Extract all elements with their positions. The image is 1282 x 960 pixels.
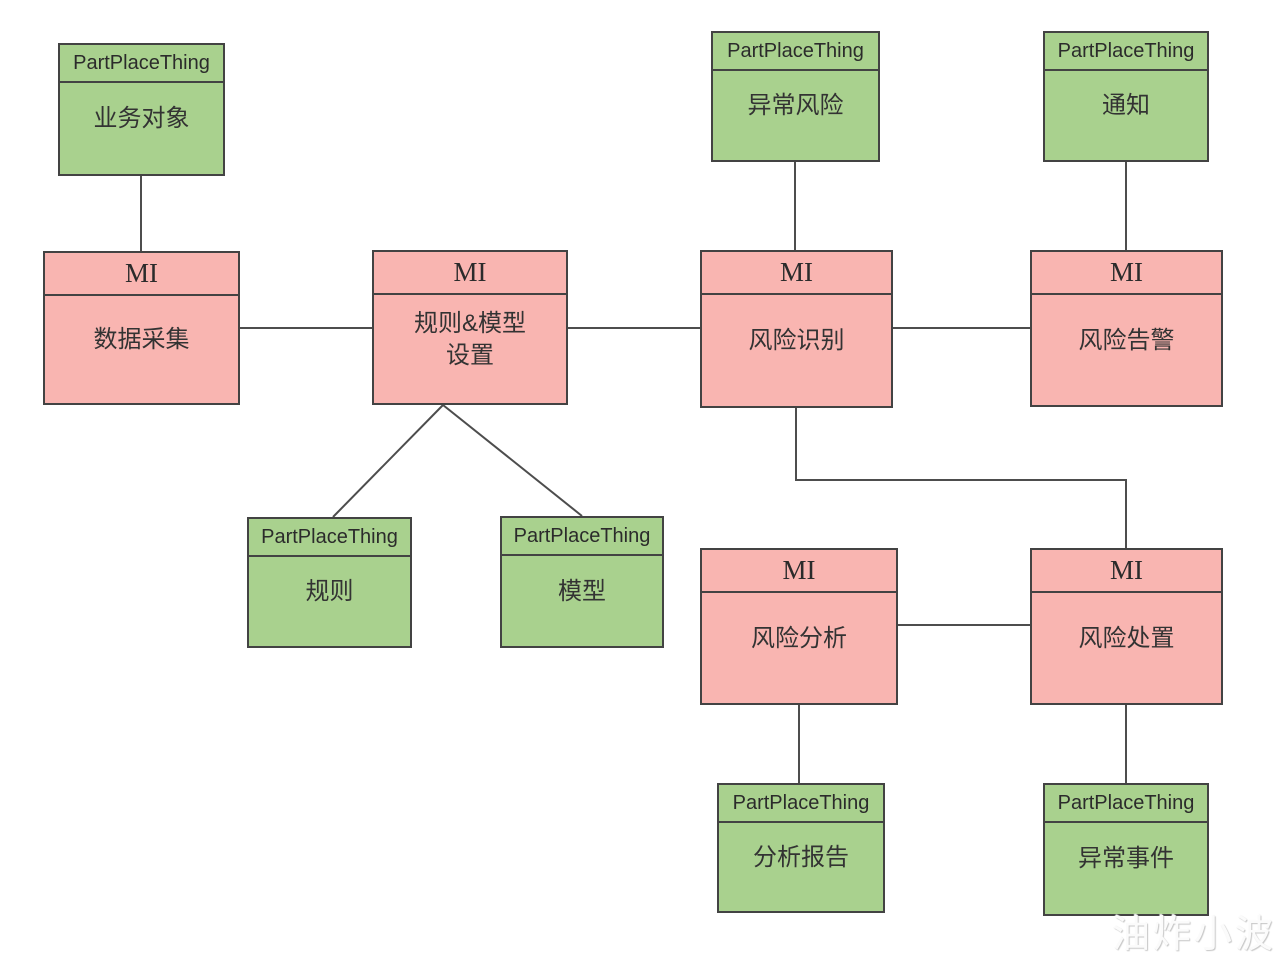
node-risk-analysis-label: 风险分析 (751, 624, 847, 652)
node-rule-stereotype: PartPlaceThing (249, 519, 410, 557)
edge-risk-identification-risk-disposal (795, 408, 1127, 548)
watermark: 油炸小波 (1111, 914, 1276, 956)
node-analysis-report: PartPlaceThing 分析报告 (717, 783, 885, 913)
node-abnormal-event: PartPlaceThing 异常事件 (1043, 783, 1209, 916)
node-model-label: 模型 (558, 577, 606, 605)
node-risk-identification: MI 风险识别 (700, 250, 893, 408)
node-analysis-report-label: 分析报告 (753, 843, 849, 871)
node-risk-disposal: MI 风险处置 (1030, 548, 1223, 705)
node-model-stereotype: PartPlaceThing (502, 518, 662, 556)
node-data-collection-label: 数据采集 (93, 326, 190, 354)
node-abnormal-risk-label: 异常风险 (747, 92, 844, 120)
node-abnormal-event-stereotype: PartPlaceThing (1045, 785, 1207, 823)
node-risk-identification-stereotype: MI (702, 252, 891, 295)
node-data-collection-stereotype: MI (45, 253, 238, 296)
node-risk-identification-label: 风险识别 (748, 327, 845, 355)
edge-rule-model-settings-model (442, 404, 583, 517)
node-abnormal-risk-stereotype: PartPlaceThing (713, 33, 878, 71)
edge-rule-model-settings-rule (332, 404, 444, 518)
node-model: PartPlaceThing 模型 (500, 516, 664, 648)
node-notification: PartPlaceThing 通知 (1043, 31, 1209, 162)
node-risk-alert-label: 风险告警 (1078, 326, 1175, 354)
node-abnormal-event-label: 异常事件 (1078, 845, 1174, 873)
node-rule-model-settings-stereotype: MI (374, 252, 566, 295)
node-risk-alert: MI 风险告警 (1030, 250, 1223, 407)
node-notification-stereotype: PartPlaceThing (1045, 33, 1207, 71)
node-risk-disposal-stereotype: MI (1032, 550, 1221, 593)
node-risk-analysis-stereotype: MI (702, 550, 896, 593)
node-rule: PartPlaceThing 规则 (247, 517, 412, 648)
node-analysis-report-stereotype: PartPlaceThing (719, 785, 883, 823)
node-rule-label: 规则 (305, 578, 354, 606)
node-rule-model-settings-label: 规则&模型 设置 (413, 309, 526, 369)
node-notification-label: 通知 (1102, 92, 1150, 120)
node-business-object-label: 业务对象 (93, 105, 190, 133)
node-abnormal-risk: PartPlaceThing 异常风险 (711, 31, 880, 162)
node-risk-alert-stereotype: MI (1032, 252, 1221, 295)
node-business-object-stereotype: PartPlaceThing (60, 45, 223, 83)
node-business-object: PartPlaceThing 业务对象 (58, 43, 225, 176)
node-risk-analysis: MI 风险分析 (700, 548, 898, 705)
node-risk-disposal-label: 风险处置 (1078, 624, 1175, 652)
node-rule-model-settings: MI 规则&模型 设置 (372, 250, 568, 405)
node-data-collection: MI 数据采集 (43, 251, 240, 405)
